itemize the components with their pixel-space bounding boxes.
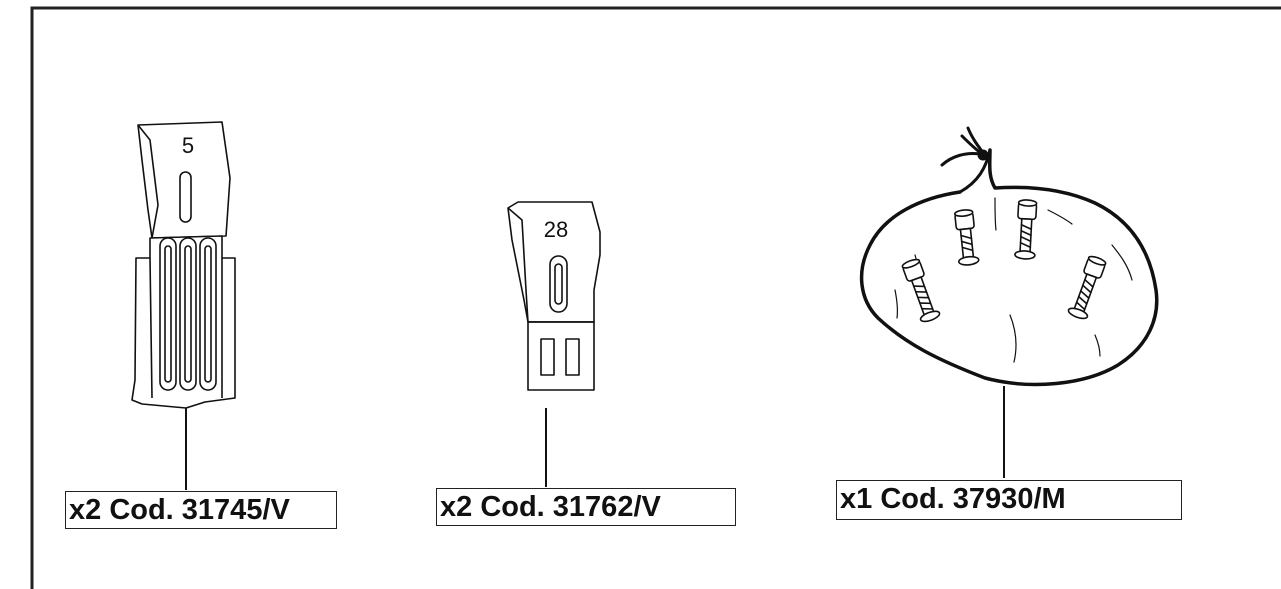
- screw-bag-drawing: [859, 126, 1159, 387]
- part-code-label-2: x2 Cod. 31762/V: [436, 488, 736, 526]
- bracket-28-number: 28: [544, 217, 568, 242]
- bracket-5-drawing: [131, 121, 236, 409]
- page-frame: [30, 6, 1281, 589]
- bracket-28-drawing: [507, 201, 601, 391]
- bracket-5-number: 5: [182, 133, 194, 158]
- part-code-label-3: x1 Cod. 37930/M: [836, 480, 1182, 520]
- part-code-label-1: x2 Cod. 31745/V: [65, 491, 337, 529]
